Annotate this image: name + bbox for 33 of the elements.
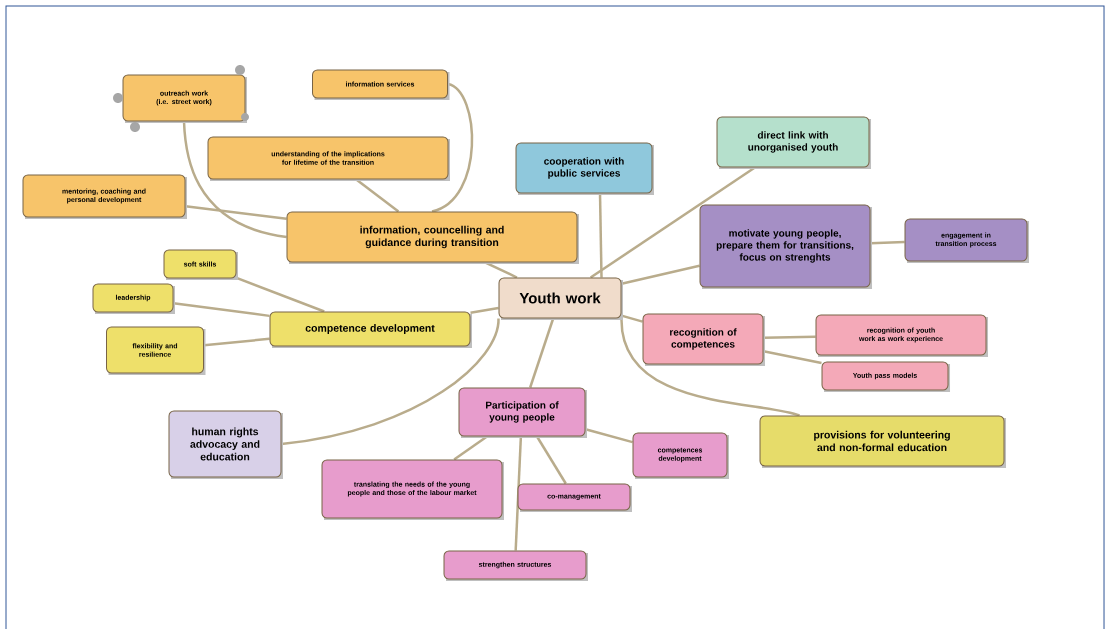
connector-line <box>621 314 643 323</box>
topic-box: provisions for volunteering and non-formal education <box>759 415 1005 467</box>
topic-box: motivate young people, prepare them for transitions, focus on strenghts <box>699 204 871 288</box>
connector-line <box>589 166 756 279</box>
topic-box: competence development <box>269 311 471 347</box>
connector-line <box>185 204 287 221</box>
connector-line <box>355 178 400 213</box>
connector-line <box>870 240 905 245</box>
connector-line <box>621 264 700 286</box>
topic-box: direct link with unorganised youth <box>716 116 870 168</box>
connector-line <box>453 435 488 461</box>
connector-line <box>535 435 567 485</box>
connector-line <box>763 335 816 340</box>
connector-line <box>173 302 270 318</box>
central-topic-box: Youth work <box>498 277 622 319</box>
connector-line <box>514 436 523 551</box>
connector-line <box>281 318 500 446</box>
connector-line <box>182 121 287 239</box>
connector-line <box>431 82 474 213</box>
connector-line <box>203 337 270 347</box>
connector-line <box>470 306 499 314</box>
connector-line <box>620 318 800 417</box>
connector-line <box>598 193 603 278</box>
connector-line <box>585 428 633 444</box>
topic-box: cooperation with public services <box>515 142 653 194</box>
connector-line <box>236 276 325 313</box>
connector-line <box>528 318 555 388</box>
connector-line <box>484 261 518 279</box>
topic-box: Participation of young people <box>458 387 586 437</box>
topic-box: recognition of competences <box>642 313 764 365</box>
topic-box: information, councelling and guidance during transition <box>286 211 578 263</box>
connector-line <box>763 350 822 365</box>
topic-box: human rights advocacy and education <box>168 410 282 478</box>
